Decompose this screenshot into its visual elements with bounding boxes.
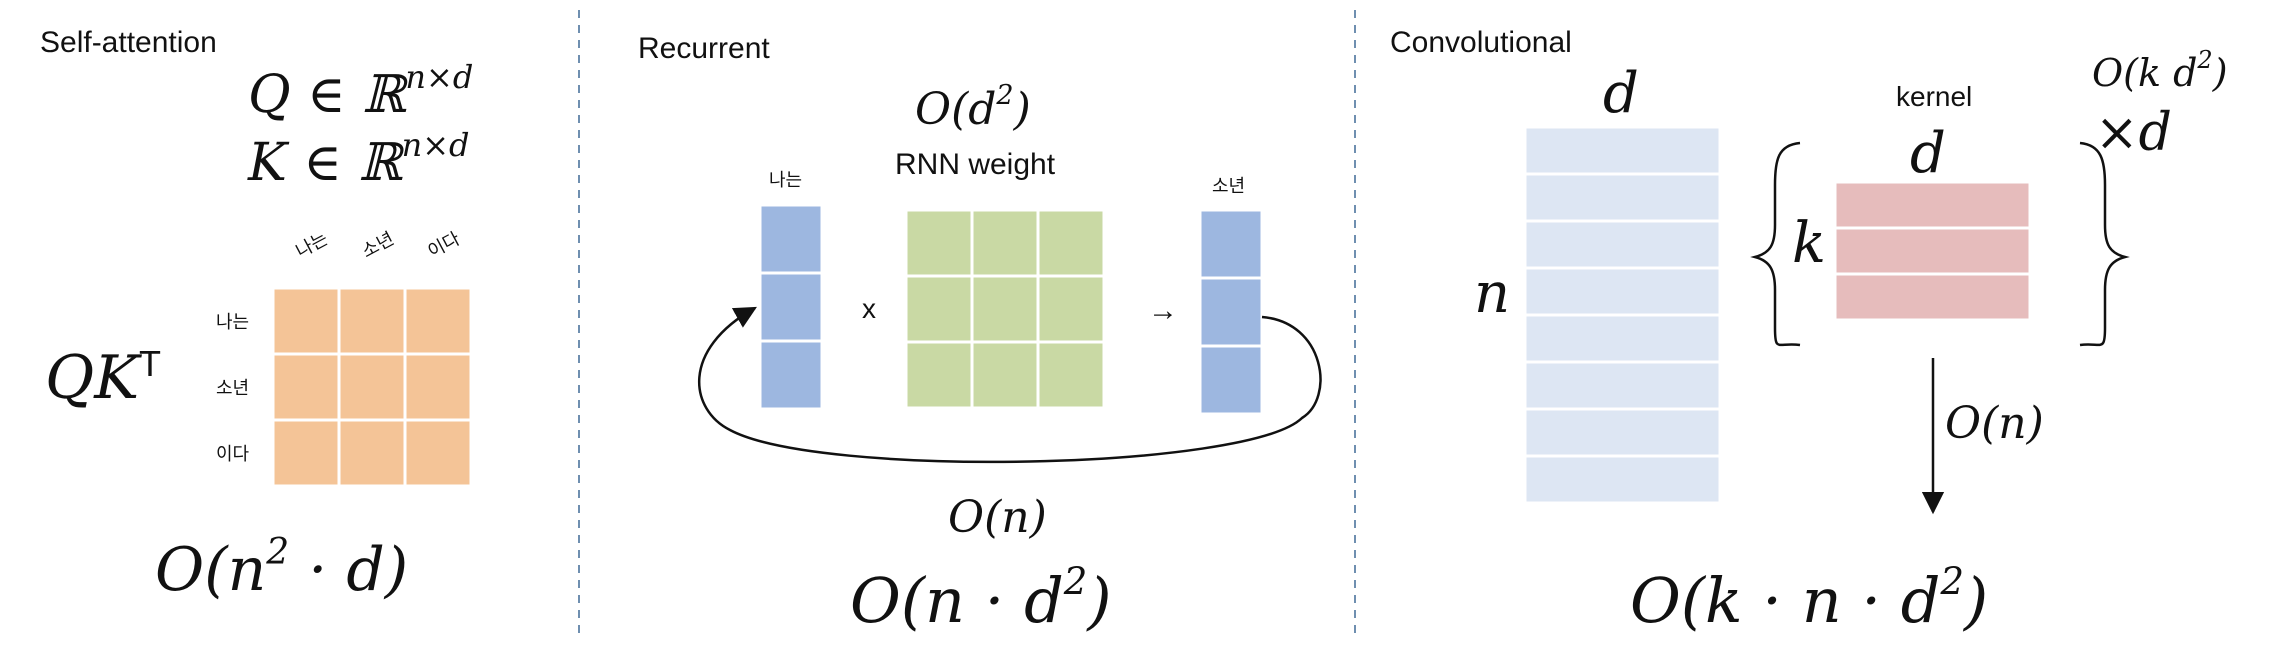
- kernel-row: [1833, 226, 2032, 276]
- weight-cell: [1036, 208, 1106, 278]
- rnn-weight-matrix: [904, 208, 1106, 410]
- sequence-dim-label: d: [1603, 61, 1639, 126]
- attention-cell: [337, 286, 407, 356]
- attention-cell: [271, 352, 341, 422]
- weight-cell: [1036, 274, 1106, 344]
- right-curly-brace: [2079, 141, 2130, 347]
- weight-cell: [970, 340, 1040, 410]
- attention-column-label: 나는: [292, 228, 331, 261]
- kernel-size-label: k: [1792, 211, 1826, 276]
- convolutional-title: Convolutional: [1390, 26, 1572, 59]
- rnn-output-token: 소년: [1212, 176, 1245, 196]
- attention-cell: [403, 418, 473, 488]
- recurrence-cost: O(n): [948, 492, 1047, 543]
- recurrence-loop-arrow: [698, 306, 1322, 464]
- vector-cell: [1198, 276, 1264, 348]
- self-attention-title: Self-attention: [40, 26, 217, 59]
- kernel-label: kernel: [1896, 81, 1972, 112]
- sequence-row: [1523, 313, 1722, 364]
- q-dimension-equation: Q ∈ ℝn×d: [248, 58, 473, 125]
- kernel-dim-label: d: [1910, 121, 1946, 186]
- convolutional-panel: Convolutional d n kernel d k O(k d2) ×d …: [1390, 26, 2228, 637]
- attention-cell: [403, 286, 473, 356]
- attention-cell: [271, 418, 341, 488]
- multiply-sign: x: [862, 293, 876, 324]
- attention-row-label: 이다: [216, 444, 250, 464]
- convolution-step-cost: O(n): [1945, 398, 2044, 449]
- weight-cell: [904, 208, 974, 278]
- attention-row-label: 소년: [216, 378, 249, 398]
- sequence-row: [1523, 407, 1722, 458]
- attention-cell: [403, 352, 473, 422]
- maps-to-arrow: →: [1148, 294, 1178, 327]
- recurrent-complexity: O(n · d2): [850, 560, 1112, 637]
- self-attention-complexity: O(n2 · d): [155, 532, 408, 605]
- rnn-input-vector: [758, 203, 824, 411]
- attention-column-labels: 나는 소년 이다: [292, 228, 463, 261]
- rnn-weight-label: RNN weight: [895, 148, 1056, 181]
- sequence-row: [1523, 125, 1722, 176]
- rnn-output-vector: [1198, 208, 1264, 416]
- vector-cell: [1198, 344, 1264, 416]
- recurrent-title: Recurrent: [638, 32, 770, 65]
- rnn-weight-cost: O(d2): [915, 80, 1031, 135]
- convolutional-complexity: O(k · n · d2): [1630, 560, 1988, 637]
- sequence-row: [1523, 454, 1722, 505]
- rnn-input-token: 나는: [769, 170, 802, 190]
- weight-cell: [970, 208, 1040, 278]
- input-sequence-matrix: [1523, 125, 1722, 505]
- attention-cell: [337, 352, 407, 422]
- sequence-row: [1523, 360, 1722, 411]
- attention-cell: [271, 286, 341, 356]
- times-d-label: ×d: [2095, 103, 2172, 163]
- kernel-row: [1833, 272, 2032, 322]
- vector-cell: [1198, 208, 1264, 280]
- kernel-matrix: [1833, 180, 2032, 322]
- weight-cell: [1036, 340, 1106, 410]
- sequence-row: [1523, 219, 1722, 270]
- vector-cell: [758, 203, 824, 275]
- sequence-length-label: n: [1474, 261, 1510, 326]
- vector-cell: [758, 271, 824, 343]
- kernel-cost: O(k d2): [2092, 46, 2228, 95]
- left-curly-brace: [1750, 141, 1801, 347]
- attention-column-label: 소년: [358, 228, 397, 261]
- attention-cell: [337, 418, 407, 488]
- attention-row-label: 나는: [216, 312, 249, 332]
- recurrent-panel: Recurrent O(d2) RNN weight 나는 소년 x → O(n…: [638, 32, 1322, 637]
- attention-matrix: [271, 286, 473, 488]
- vector-cell: [758, 339, 824, 411]
- weight-cell: [904, 274, 974, 344]
- sequence-row: [1523, 172, 1722, 223]
- weight-cell: [904, 340, 974, 410]
- attention-column-label: 이다: [424, 228, 463, 261]
- sequence-row: [1523, 266, 1722, 317]
- qk-matrix-label: QKT: [45, 343, 161, 413]
- kernel-row: [1833, 180, 2032, 230]
- weight-cell: [970, 274, 1040, 344]
- k-dimension-equation: K ∈ ℝn×d: [247, 126, 470, 193]
